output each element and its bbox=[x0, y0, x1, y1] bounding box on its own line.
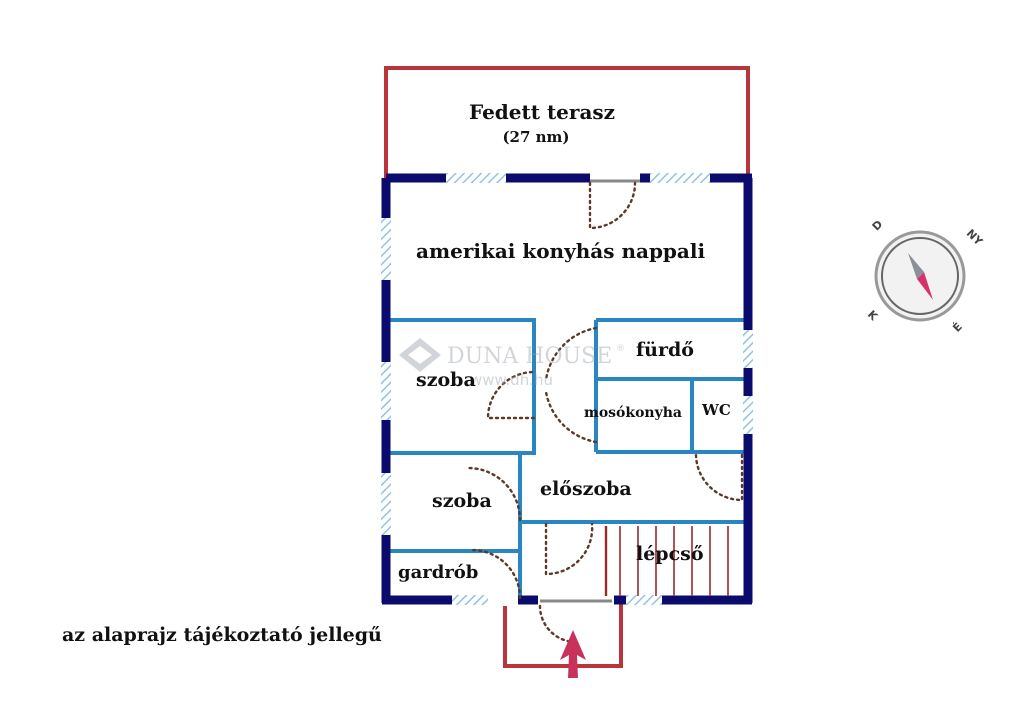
compass-label-south: D bbox=[870, 218, 886, 234]
door-openings bbox=[488, 173, 640, 606]
room-label-bedroom1: szoba bbox=[416, 369, 476, 391]
compass-label-west: NY bbox=[964, 227, 986, 249]
watermark-registered: ® bbox=[616, 344, 625, 354]
window-right-1 bbox=[743, 330, 753, 368]
terrace-area: (27 nm) bbox=[502, 128, 569, 146]
watermark-brand: DUNA HOUSE bbox=[447, 344, 612, 369]
window-bottom-right bbox=[626, 595, 662, 605]
terrace-outline bbox=[384, 66, 750, 178]
disclaimer-note: az alaprajz tájékoztató jellegű bbox=[62, 624, 382, 646]
room-label-wardrobe: gardrób bbox=[398, 562, 478, 583]
room-label-bathroom: fürdő bbox=[636, 339, 694, 361]
duna-house-logo-icon bbox=[399, 338, 441, 372]
watermark-url: www.dh.hu bbox=[470, 371, 553, 389]
window-right-2 bbox=[743, 396, 753, 434]
room-label-laundry: mosókonyha bbox=[584, 405, 682, 421]
windows bbox=[381, 173, 753, 605]
interior-walls bbox=[390, 318, 744, 600]
terrace-title: Fedett terasz bbox=[469, 100, 615, 124]
compass-needle-north bbox=[908, 253, 924, 279]
window-top-left bbox=[446, 173, 506, 183]
stairs bbox=[604, 526, 729, 596]
compass-needle-south bbox=[917, 272, 933, 300]
compass-label-north: É bbox=[950, 320, 965, 335]
room-label-stairs: lépcső bbox=[636, 543, 704, 565]
window-left-3 bbox=[381, 473, 391, 535]
entrance-porch-outline bbox=[503, 603, 623, 668]
entrance-arrow-icon bbox=[560, 630, 586, 678]
room-label-wc: WC bbox=[701, 401, 731, 419]
compass-label-east: K bbox=[865, 308, 881, 324]
compass-icon: D NY K É bbox=[865, 218, 986, 335]
door-swings bbox=[466, 181, 744, 644]
window-top-right bbox=[650, 173, 710, 183]
window-bottom-left bbox=[452, 595, 488, 605]
window-left-1 bbox=[381, 218, 391, 280]
room-label-living: amerikai konyhás nappali bbox=[416, 239, 705, 263]
room-label-bedroom2: szoba bbox=[432, 490, 492, 512]
duna-house-watermark: DUNA HOUSE ® www.dh.hu bbox=[399, 338, 625, 389]
room-label-hallway: előszoba bbox=[540, 478, 632, 500]
window-left-2 bbox=[381, 362, 391, 420]
